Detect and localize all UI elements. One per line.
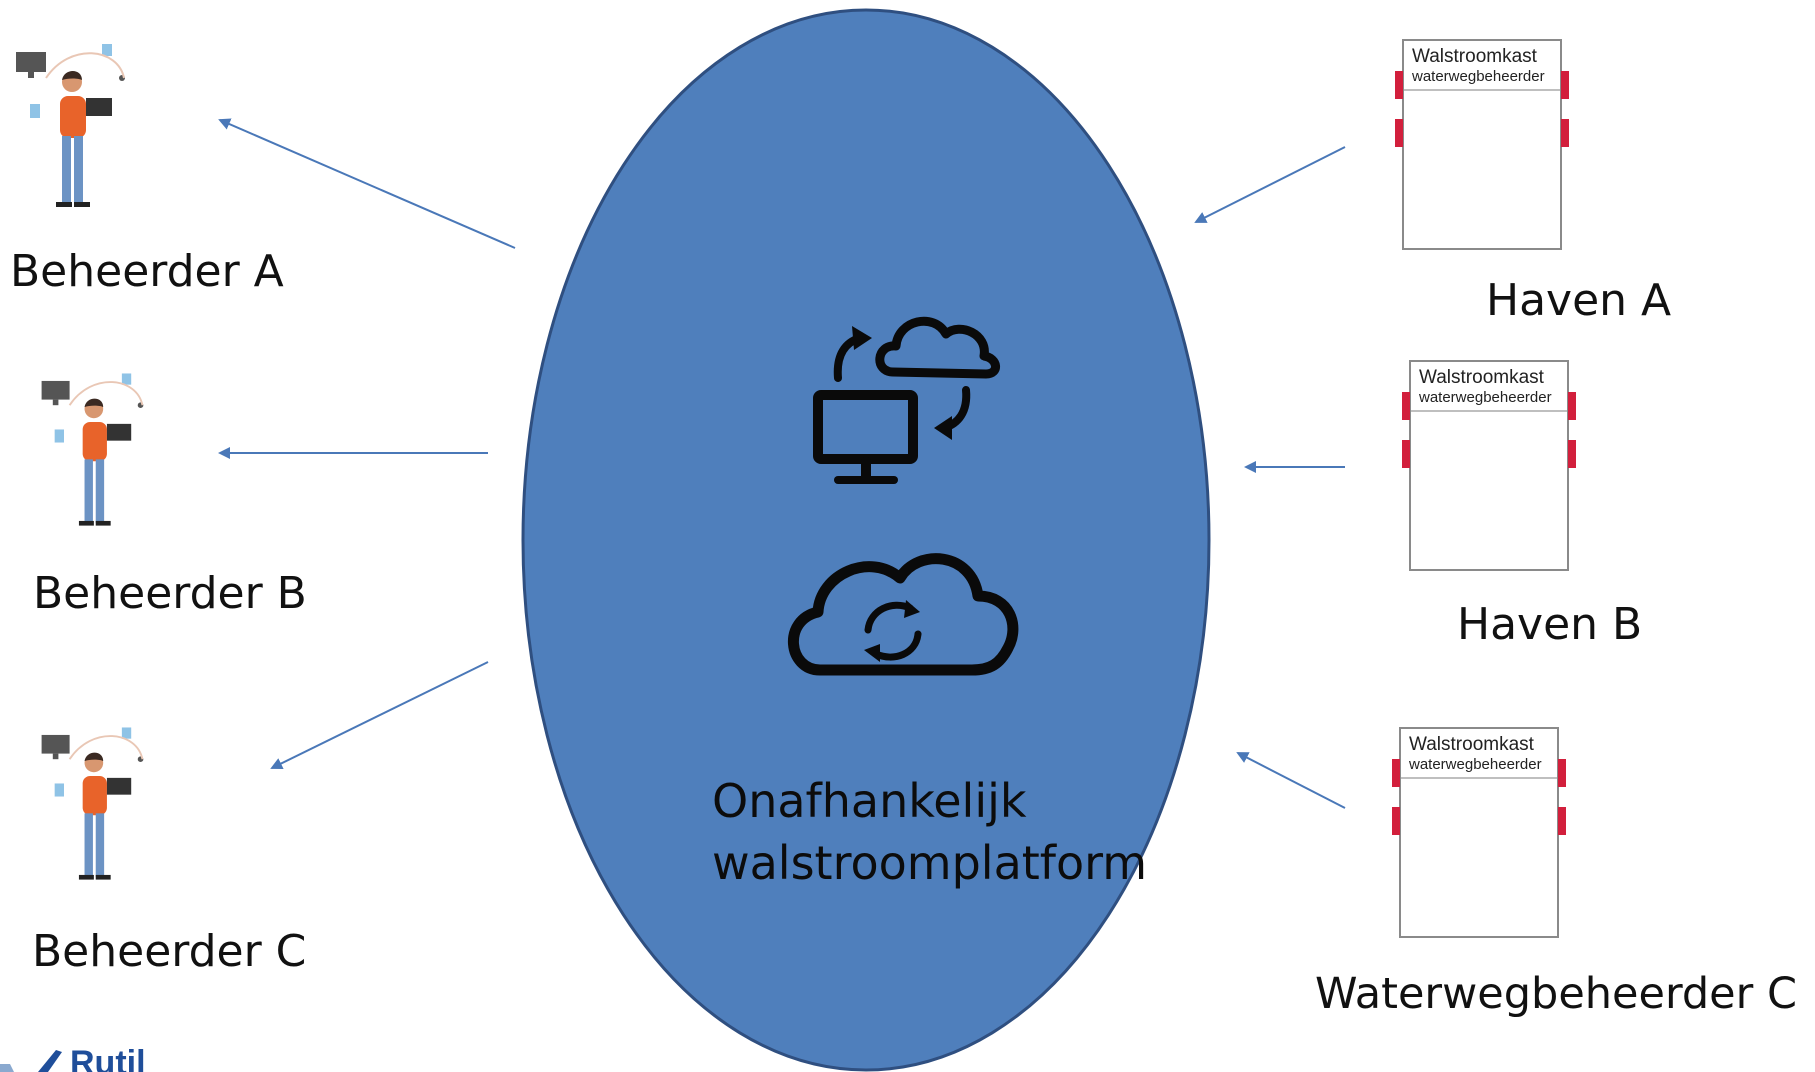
person-with-laptop-icon [16, 44, 125, 207]
platform-label-line1: Onafhankelijk [712, 774, 1027, 828]
arrow-to-manager-c [270, 661, 489, 769]
cabinet-socket [1558, 807, 1566, 835]
person-with-laptop-icon [41, 373, 144, 526]
platform-label-line2: walstroomplatform [712, 836, 1148, 890]
computer-cloud-sync-icon [813, 316, 1000, 484]
manager-label-a: Beheerder A [10, 246, 284, 297]
shore-power-cabinet-c: Walstroomkast waterwegbeheerder [1392, 727, 1566, 938]
cabinet-socket [1561, 71, 1569, 99]
manager-label-c: Beheerder C [32, 926, 307, 977]
shore-power-cabinet-a: Walstroomkast waterwegbeheerder [1395, 39, 1569, 250]
cabinet-socket [1568, 392, 1576, 420]
cabinet-subtitle: waterwegbeheerder [1409, 756, 1542, 773]
sync-arrowheads [852, 326, 952, 440]
platform-ellipse [521, 8, 1211, 1072]
cabinet-header: Walstroomkast waterwegbeheerder [1411, 362, 1567, 412]
logo-mark [0, 1050, 62, 1072]
cabinet-title: Walstroomkast [1409, 734, 1534, 755]
cloud-sync-icon [787, 553, 1019, 676]
port-label-a: Haven A [1486, 275, 1672, 326]
cabinet-socket [1558, 759, 1566, 787]
cabinet-socket [1561, 119, 1569, 147]
person-with-laptop-icon [41, 727, 144, 880]
cabinet-socket [1568, 440, 1576, 468]
company-logo-text: Rutil [70, 1044, 146, 1072]
company-logo: Rutil [0, 1040, 200, 1072]
cabinet-socket [1392, 807, 1400, 835]
cabinet-subtitle: waterwegbeheerder [1412, 68, 1545, 85]
cabinet-subtitle: waterwegbeheerder [1419, 389, 1552, 406]
arrow-to-manager-a [218, 118, 516, 249]
port-label-b: Haven B [1457, 599, 1643, 650]
cabinet-title: Walstroomkast [1412, 46, 1537, 67]
shore-power-cabinet-b: Walstroomkast waterwegbeheerder [1402, 360, 1576, 571]
platform-label: Onafhankelijk walstroomplatform [712, 770, 1147, 894]
cabinet-header: Walstroomkast waterwegbeheerder [1401, 729, 1557, 779]
cabinet-header: Walstroomkast waterwegbeheerder [1404, 41, 1560, 91]
arrow-from-port-c [1236, 752, 1346, 809]
cabinet-title: Walstroomkast [1419, 367, 1544, 388]
cabinet-socket [1402, 392, 1410, 420]
cabinet-socket [1402, 440, 1410, 468]
arrow-from-port-a [1194, 146, 1346, 223]
cabinet-socket [1392, 759, 1400, 787]
manager-label-b: Beheerder B [33, 568, 307, 619]
port-label-c: Waterwegbeheerder C [1315, 969, 1797, 1019]
cabinet-socket [1395, 71, 1403, 99]
cabinet-socket [1395, 119, 1403, 147]
